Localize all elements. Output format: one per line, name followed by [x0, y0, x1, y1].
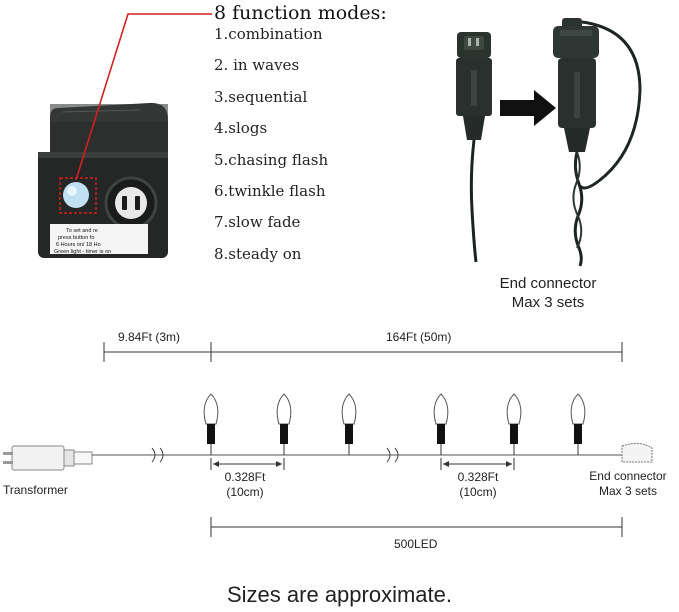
controller-label-line-4: Green light - timer is on: [54, 249, 111, 255]
spacing-label-1: 0.328Ft (10cm): [222, 470, 268, 500]
controller-photo: To set and re press button fo 6 Hours on…: [38, 102, 168, 258]
string-diagram: [3, 393, 653, 471]
modes-title: 8 function modes:: [214, 2, 387, 24]
bulb-1: [203, 393, 219, 455]
end-connector-caption-line-2: Max 3 sets: [511, 294, 585, 311]
transformer-icon: [11, 445, 65, 471]
arrow-icon: [500, 90, 556, 126]
spacing-label-2: 0.328Ft (10cm): [455, 470, 501, 500]
lead-length-label: 9.84Ft (3m): [118, 330, 181, 344]
mode-item-8: 8.steady on: [214, 245, 302, 263]
controller-label-line-3: 6 Hours on/ 18 Ho: [56, 242, 101, 248]
end-connector-photo: [456, 18, 642, 267]
break-mark-2: [386, 447, 399, 463]
end-connector-caption: End connector Max 3 sets: [468, 274, 628, 312]
end-connector-label-line-2: Max 3 sets: [598, 484, 658, 498]
controller-label: [50, 224, 148, 254]
mode-button: [63, 182, 89, 208]
led-count-label: 500LED: [394, 537, 438, 551]
spacing-label-2-line-1: 0.328Ft: [457, 470, 499, 484]
bulb-5: [506, 393, 522, 455]
mode-item-1: 1.combination: [214, 25, 323, 43]
bulb-3: [341, 393, 357, 455]
total-length-label: 164Ft (50m): [386, 330, 452, 344]
transformer-label: Transformer: [3, 483, 68, 497]
bulb-4: [433, 393, 449, 455]
end-connector-icon: [621, 442, 653, 463]
spacing-label-2-line-2: (10cm): [459, 485, 497, 499]
mode-item-2: 2. in waves: [214, 56, 300, 74]
male-plug-cable: [469, 139, 478, 263]
mode-item-3: 3.sequential: [214, 88, 308, 106]
pointer-line: [75, 13, 212, 181]
spacing-label-1-line-1: 0.328Ft: [224, 470, 266, 484]
sizes-note: Sizes are approximate.: [227, 582, 452, 607]
mode-item-6: 6.twinkle flash: [214, 182, 326, 200]
mode-item-4: 4.slogs: [214, 119, 268, 137]
controller-label-line-1: To set and re: [66, 228, 98, 234]
dimension-top: [103, 342, 623, 362]
break-mark-1: [151, 447, 164, 463]
mode-item-7: 7.slow fade: [214, 213, 301, 231]
bulb-6: [570, 393, 586, 455]
mode-item-5: 5.chasing flash: [214, 151, 329, 169]
spacing-label-1-line-2: (10cm): [226, 485, 264, 499]
end-connector-caption-line-1: End connector: [499, 275, 597, 292]
dimension-bottom: [210, 517, 623, 537]
end-connector-label-line-1: End connector: [589, 469, 667, 483]
controller-label-line-2: press button fo: [58, 235, 94, 241]
end-connector-label: End connector Max 3 sets: [578, 469, 678, 499]
bulb-2: [276, 393, 292, 455]
button-highlight-box: [59, 177, 97, 214]
cap-leash: [578, 20, 642, 190]
